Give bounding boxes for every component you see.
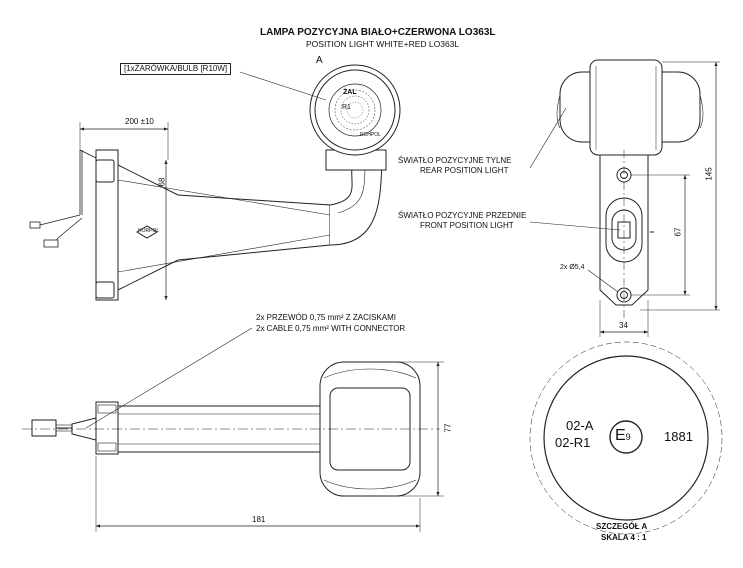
approval-mark: E9 <box>615 427 639 447</box>
detail-code-2: 02-R1 <box>555 435 591 450</box>
detail-a <box>529 341 723 535</box>
dim-height-bottom: 77 <box>443 423 453 433</box>
lens-marking-code: R1 <box>342 104 351 111</box>
wires <box>29 149 97 248</box>
approval-code: 1881 <box>664 429 693 444</box>
lens-marking-maker: RCHPOL <box>360 132 381 138</box>
dim-overall-height: 145 <box>704 167 714 181</box>
callout-cable-en: 2x CABLE 0,75 mm² WITH CONNECTOR <box>256 324 406 333</box>
dim-height-side: 68 <box>157 177 167 187</box>
approval-mark-number: 9 <box>625 432 631 442</box>
drawing-title: LAMPA POZYCYJNA BIAŁO+CZERWONA LO363L <box>260 27 496 38</box>
detail-scale: SKALA 4 : 1 <box>601 533 647 542</box>
detail-code-1: 02-A <box>566 418 594 433</box>
detail-caption: SZCZEGÓŁ A <box>596 522 648 531</box>
lens-marking-brand: ŻAL <box>343 89 357 96</box>
drawing-subtitle: POSITION LIGHT WHITE+RED LO363L <box>306 39 460 49</box>
callout-rear-pl: ŚWIATŁO POZYCYJNE TYLNE <box>398 156 512 165</box>
detail-marker: A <box>316 55 323 66</box>
horpol-logo-text: HORPOL <box>138 228 160 234</box>
front-view <box>529 59 720 337</box>
callout-front-en: FRONT POSITION LIGHT <box>420 221 514 230</box>
side-view <box>29 64 401 301</box>
bulb-label: [1xŻARÓWKA/BULB [R10W] <box>120 63 232 75</box>
dim-cable-length: 200 ±10 <box>125 117 154 126</box>
approval-mark-letter: E <box>615 427 626 444</box>
dim-hole-spacing: 67 <box>673 227 683 237</box>
callout-front-pl: ŚWIATŁO POZYCYJNE PRZEDNIE <box>398 211 527 220</box>
dim-overall-length: 181 <box>252 515 266 524</box>
dim-hole-size: 2x Ø5,4 <box>560 264 585 271</box>
dim-width-front: 34 <box>619 321 628 330</box>
bottom-view <box>22 327 444 532</box>
callout-rear-en: REAR POSITION LIGHT <box>420 166 509 175</box>
callout-cable-pl: 2x PRZEWÓD 0,75 mm² Z ZACISKAMI <box>256 313 397 322</box>
